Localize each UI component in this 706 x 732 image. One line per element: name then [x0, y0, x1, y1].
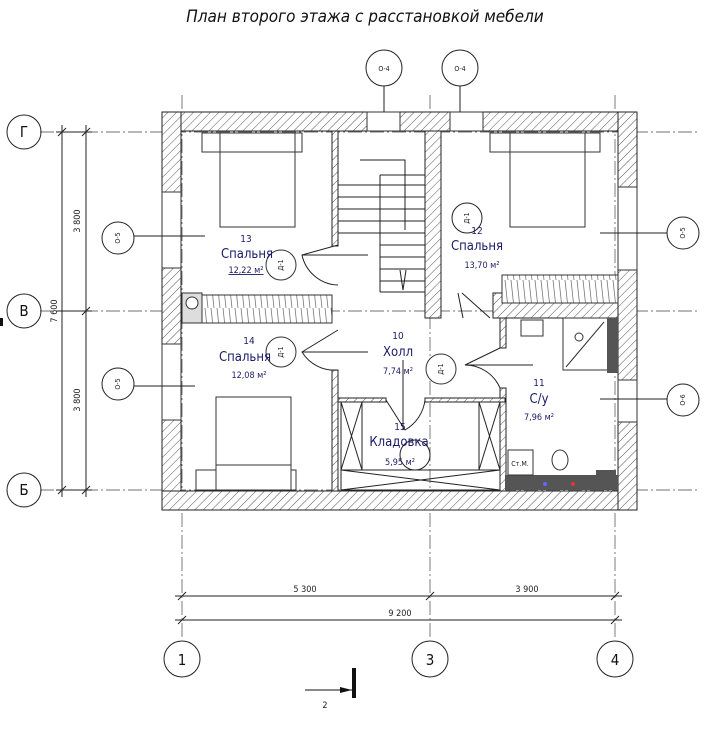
- room-12-label[interactable]: 12 Спальня 13,70 м²: [451, 226, 503, 271]
- windows: [161, 111, 638, 423]
- dim-bottom-left: 5 300: [293, 585, 316, 595]
- bottom-dimension-lines: [175, 591, 622, 625]
- dim-left-total: 7 600: [50, 299, 60, 322]
- svg-text:С/у: С/у: [529, 392, 548, 407]
- bed-room-12: [489, 132, 601, 228]
- dim-bottom-total: 9 200: [388, 609, 411, 619]
- wardrobes: [181, 274, 619, 324]
- axis-marker-1: 1: [163, 640, 201, 678]
- bed-room-13: [201, 132, 303, 228]
- door-mark-3: Д-1: [265, 336, 297, 368]
- svg-text:13,70 м²: 13,70 м²: [464, 261, 499, 271]
- toilet: [551, 449, 569, 471]
- room-11-label[interactable]: 11 С/у 7,96 м²: [524, 378, 554, 423]
- door-mark-1: Д-1: [265, 249, 297, 281]
- svg-text:Д-1: Д-1: [277, 259, 285, 270]
- svg-text:5,95 м²: 5,95 м²: [385, 458, 415, 468]
- svg-text:Д-1: Д-1: [437, 363, 445, 374]
- axis-marker-g: Г: [6, 114, 42, 150]
- dim-left-upper: 3 800: [73, 209, 83, 232]
- svg-text:10: 10: [392, 331, 404, 342]
- svg-text:Г: Г: [20, 123, 28, 141]
- svg-text:Д-1: Д-1: [277, 346, 285, 357]
- window-mark-o6: О-6: [600, 383, 700, 417]
- svg-text:3: 3: [426, 651, 435, 669]
- door-mark-storage: [399, 439, 431, 471]
- svg-text:О-5: О-5: [114, 378, 122, 389]
- svg-text:Холл: Холл: [383, 345, 413, 360]
- svg-text:12,08 м²: 12,08 м²: [231, 371, 266, 381]
- door-mark-4: Д-1: [425, 353, 457, 385]
- section-mark: 2: [305, 668, 356, 711]
- washing-machine: [507, 449, 534, 476]
- svg-text:В: В: [19, 302, 28, 320]
- axis-marker-v: В: [6, 293, 42, 329]
- svg-text:Спальня: Спальня: [451, 239, 503, 254]
- svg-text:11: 11: [533, 378, 544, 389]
- svg-text:13: 13: [240, 234, 251, 245]
- door-mark-2: Д-1: [451, 202, 483, 234]
- svg-text:4: 4: [611, 651, 620, 669]
- svg-text:О-6: О-6: [679, 394, 687, 405]
- room-15-label[interactable]: 15 Кладовка 5,95 м²: [369, 422, 428, 468]
- doors[interactable]: [301, 244, 533, 431]
- svg-text:Б: Б: [19, 481, 28, 499]
- svg-text:Спальня: Спальня: [221, 247, 273, 262]
- plan-title: План второго этажа с расстановкой мебели: [186, 7, 544, 27]
- svg-text:1: 1: [178, 651, 187, 669]
- svg-text:Кладовка: Кладовка: [369, 435, 428, 450]
- window-mark-o4-left: О-4: [365, 49, 403, 112]
- svg-text:15: 15: [394, 422, 405, 433]
- window-mark-o5-lower-left: О-5: [101, 367, 195, 401]
- room-10-label[interactable]: 10 Холл 7,74 м²: [383, 331, 413, 377]
- window-mark-o5-right: О-5: [600, 216, 700, 250]
- dim-left-lower: 3 800: [73, 388, 83, 411]
- left-dimension-lines: [56, 125, 92, 497]
- svg-text:12: 12: [471, 226, 482, 237]
- axis-marker-3: 3: [411, 640, 449, 678]
- svg-text:О-5: О-5: [679, 227, 687, 238]
- svg-text:7,74 м²: 7,74 м²: [383, 367, 413, 377]
- window-mark-o4-right: О-4: [441, 49, 479, 112]
- svg-text:12,22 м²: 12,22 м²: [228, 266, 263, 276]
- svg-text:О-4: О-4: [378, 65, 389, 73]
- washer-label: Ст.М.: [511, 460, 529, 468]
- dim-bottom-right: 3 900: [515, 585, 538, 595]
- storage-shelves: [340, 401, 501, 491]
- svg-text:14: 14: [243, 336, 255, 347]
- svg-text:2: 2: [322, 701, 327, 711]
- interior-walls: [331, 130, 619, 492]
- svg-text:Спальня: Спальня: [219, 350, 271, 365]
- svg-text:О-5: О-5: [114, 232, 122, 243]
- svg-text:7,96 м²: 7,96 м²: [524, 413, 554, 423]
- bed-room-14: [195, 396, 297, 491]
- staircase[interactable]: [338, 159, 425, 293]
- svg-text:Д-1: Д-1: [463, 212, 471, 223]
- bathroom-fixtures: Ст.М.: [505, 317, 618, 490]
- svg-text:О-4: О-4: [454, 65, 465, 73]
- window-mark-o5-upper-left: О-5: [101, 221, 205, 255]
- axis-marker-4: 4: [596, 640, 634, 678]
- edge-mark: [0, 318, 3, 326]
- axis-marker-b: Б: [6, 472, 42, 508]
- room-14-label[interactable]: 14 Спальня 12,08 м²: [219, 336, 271, 381]
- room-13-label[interactable]: 13 Спальня 12,22 м²: [221, 234, 273, 276]
